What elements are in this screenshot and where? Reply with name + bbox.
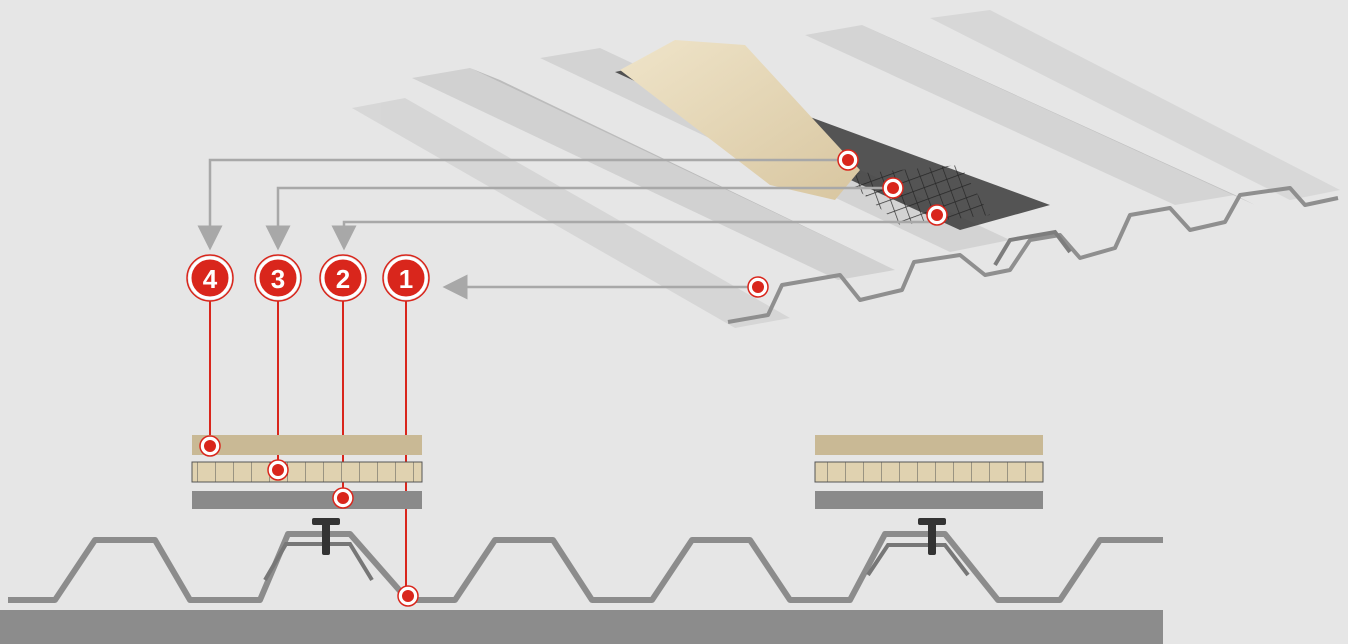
leader-lines xyxy=(197,158,937,300)
mesh-layer-cells xyxy=(191,461,423,483)
marker-dot-4 xyxy=(837,149,859,171)
leader-line-4 xyxy=(197,158,848,251)
fastener-right xyxy=(918,518,946,555)
primer-layer xyxy=(815,491,1043,509)
base-slab xyxy=(0,610,1163,644)
badge-2: 2 xyxy=(319,254,367,302)
badge-2-label: 2 xyxy=(336,264,350,294)
primer-layer xyxy=(192,491,422,509)
cross-section-view xyxy=(0,435,1163,644)
number-badges: 4 3 2 1 xyxy=(186,254,430,302)
layer-stack-left xyxy=(191,435,423,509)
mesh-layer-cells xyxy=(814,461,1044,483)
badge-1: 1 xyxy=(382,254,430,302)
fastener-left xyxy=(312,518,340,555)
section-marker-4 xyxy=(199,435,221,457)
perspective-bracket xyxy=(993,229,1072,267)
perspective-markers xyxy=(747,149,948,298)
marker-dot-1 xyxy=(747,276,769,298)
section-marker-1 xyxy=(397,585,419,607)
section-marker-2 xyxy=(332,487,354,509)
roof-sheet-edge xyxy=(727,186,1339,324)
leader-line-2 xyxy=(331,220,937,251)
badge-3: 3 xyxy=(254,254,302,302)
badge-4-label: 4 xyxy=(203,264,218,294)
bracket-right xyxy=(866,543,970,577)
section-marker-3 xyxy=(267,459,289,481)
top-coating-layer xyxy=(192,435,422,455)
badge-3-label: 3 xyxy=(271,264,285,294)
steel-sheet-profile xyxy=(8,531,1163,603)
badge-1-label: 1 xyxy=(399,264,413,294)
top-coating-layer xyxy=(815,435,1043,455)
bracket-left xyxy=(263,542,374,582)
badge-4: 4 xyxy=(186,254,234,302)
mesh-strip xyxy=(840,165,990,225)
marker-dot-3 xyxy=(882,177,904,199)
layer-stack-right xyxy=(814,435,1044,509)
leader-line-3 xyxy=(265,186,893,251)
marker-dot-2 xyxy=(926,204,948,226)
